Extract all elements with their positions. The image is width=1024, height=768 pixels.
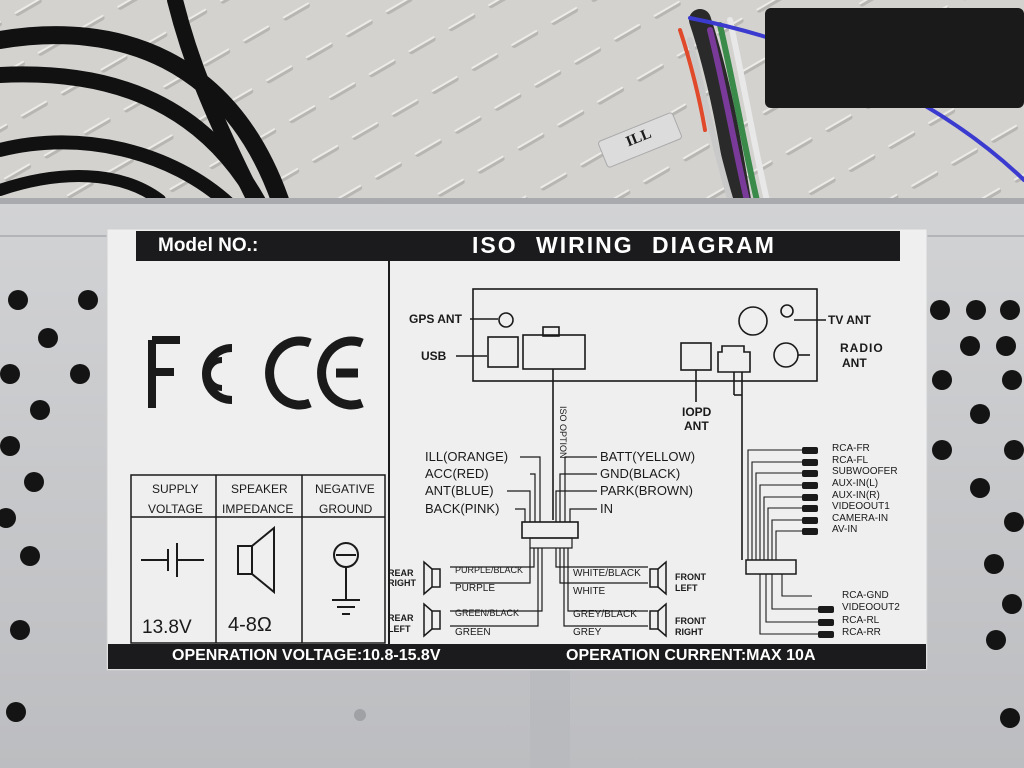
- rca-label: RCA-RR: [842, 627, 881, 638]
- iso-wire-right: PARK(BROWN): [600, 483, 693, 498]
- vent-holes-right: [901, 300, 1024, 728]
- iso-wire-left: BACK(PINK): [425, 501, 500, 516]
- speaker-rear-left-icon: [423, 602, 441, 638]
- fc-logo: [148, 336, 233, 408]
- supply-voltage-value: 13.8V: [142, 617, 192, 638]
- spec-header-supply-2: VOLTAGE: [148, 502, 203, 516]
- iso-option-label: ISO OPTION: [558, 406, 568, 459]
- spec-table-lines: [130, 474, 386, 644]
- rca-label: VIDEOOUT1: [832, 501, 890, 512]
- usb-label: USB: [421, 349, 447, 363]
- iopd-label-1: IOPD: [682, 405, 712, 419]
- header-bar: [136, 231, 900, 261]
- speaker-wire-label: GREY: [573, 627, 602, 638]
- speaker-wire-label: GREEN: [455, 627, 491, 638]
- iso-wire-left: ILL(ORANGE): [425, 449, 509, 464]
- ground-symbol-icon: [332, 542, 360, 615]
- spec-header-supply-1: SUPPLY: [152, 482, 199, 496]
- speaker-wire-label: GREY/BLACK: [573, 609, 637, 620]
- operation-current: OPERATION CURRENT:MAX 10A: [566, 647, 816, 664]
- footer-bar: [108, 644, 926, 669]
- rca-label: RCA-GND: [842, 590, 889, 601]
- speaker-wire-label: PURPLE/BLACK: [455, 565, 524, 575]
- iso-wire-right: GND(BLACK): [600, 466, 681, 481]
- rca-plug-icons: [802, 447, 834, 638]
- spec-header-ground-1: NEGATIVE: [315, 482, 375, 496]
- speaker-wire-label: WHITE: [573, 586, 606, 597]
- gps-ant-label: GPS ANT: [409, 312, 462, 326]
- speaker-wire-label: WHITE/BLACK: [573, 568, 641, 579]
- spec-header-speaker-2: IMPEDANCE: [222, 502, 294, 516]
- rca-label: RCA-FL: [832, 455, 869, 466]
- operation-voltage: OPENRATION VOLTAGE:10.8-15.8V: [172, 647, 441, 664]
- iopd-label-2: ANT: [684, 419, 709, 433]
- speaker-wire-label: GREEN/BLACK: [455, 608, 520, 618]
- head-unit-diagram: [456, 288, 826, 560]
- rca-label: CAMERA-IN: [832, 513, 889, 524]
- iso-wiring-lines: [450, 456, 648, 627]
- iso-wire-left: ACC(RED): [425, 466, 489, 481]
- rca-label: VIDEOOUT2: [842, 602, 900, 613]
- speaker-position: LEFT: [675, 583, 698, 593]
- rca-label: RCA-FR: [832, 443, 870, 454]
- speaker-position: RIGHT: [675, 627, 703, 637]
- black-connector-block: [765, 8, 1024, 108]
- speaker-wire-label: PURPLE: [455, 583, 496, 594]
- speaker-impedance-value: 4-8Ω: [228, 614, 272, 636]
- wire-tag: [598, 112, 682, 168]
- speaker-position: LEFT: [388, 624, 411, 634]
- rca-harness-lines: [745, 449, 818, 635]
- speaker-front-left-icon: [649, 560, 667, 596]
- rca-label: AUX-IN(R): [832, 490, 880, 501]
- speaker-front-right-icon: [649, 602, 667, 638]
- radio-ant-label-1: RADIO: [840, 341, 884, 355]
- speaker-symbol-icon: [237, 525, 275, 595]
- iso-wire-right: BATT(YELLOW): [600, 449, 696, 464]
- black-cables: [0, 0, 289, 213]
- battery-symbol-icon: [141, 543, 204, 577]
- iso-wire-right: IN: [600, 501, 613, 516]
- radio-ant-label-2: ANT: [842, 356, 867, 370]
- tv-ant-label: TV ANT: [828, 313, 871, 327]
- speaker-position: RIGHT: [388, 578, 416, 588]
- rca-label: AV-IN: [832, 524, 858, 535]
- spec-header-speaker-1: SPEAKER: [231, 482, 288, 496]
- model-number-label: Model NO.:: [158, 235, 259, 256]
- spec-header-ground-2: GROUND: [319, 502, 373, 516]
- rca-label: RCA-RL: [842, 615, 880, 626]
- diagram-title: ISO WIRING DIAGRAM: [472, 232, 776, 258]
- iso-wire-left: ANT(BLUE): [425, 483, 494, 498]
- speaker-position: FRONT: [675, 616, 706, 626]
- speaker-position: REAR: [388, 613, 414, 623]
- speaker-position: FRONT: [675, 572, 706, 582]
- rca-label: AUX-IN(L): [832, 478, 879, 489]
- ce-logo: [265, 336, 364, 410]
- speaker-position: REAR: [388, 568, 414, 578]
- speaker-rear-right-icon: [423, 560, 441, 596]
- rca-label: SUBWOOFER: [832, 466, 898, 477]
